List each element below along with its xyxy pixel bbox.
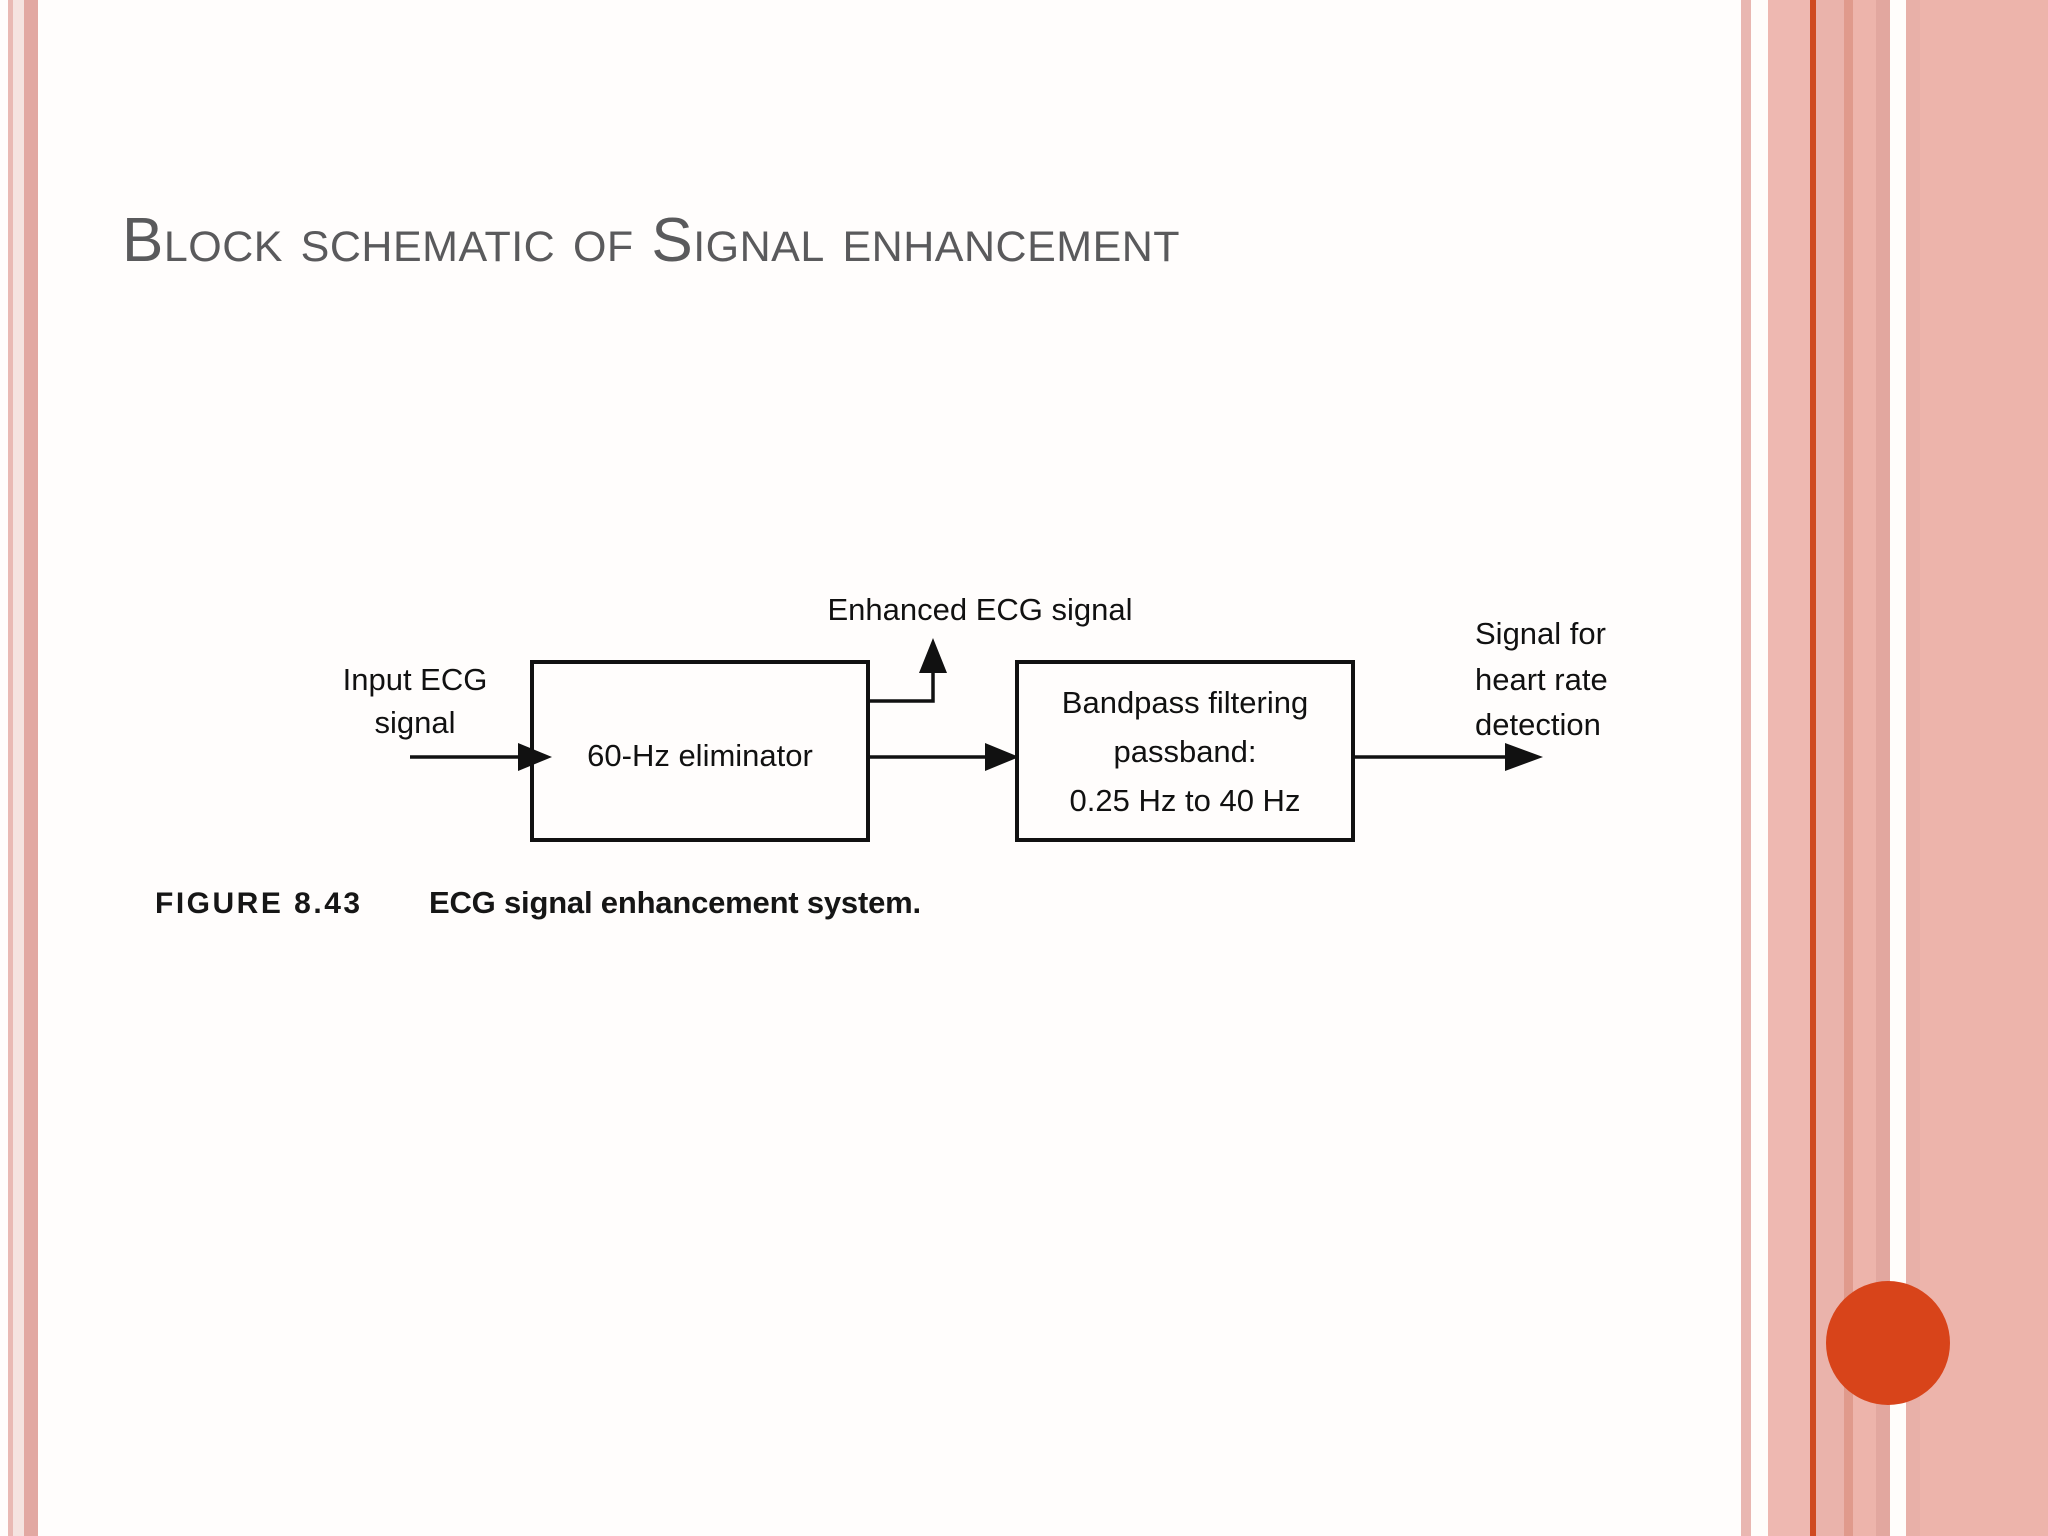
block-bandpass-label-line2: passband: bbox=[1113, 734, 1256, 769]
output-arrow-head bbox=[1505, 743, 1543, 771]
block-60hz-eliminator-label: 60-Hz eliminator bbox=[587, 738, 813, 773]
right-stripe-accent-line bbox=[1810, 0, 1816, 1536]
orange-circle-accent bbox=[1826, 1281, 1950, 1405]
page-title: Block schematic of Signal enhancement bbox=[122, 206, 1181, 275]
input-label-line1: Input ECG bbox=[343, 662, 488, 697]
right-stripe-4 bbox=[1844, 0, 1853, 1536]
block1-to-block2-arrow-head bbox=[985, 743, 1019, 771]
input-arrow-head bbox=[518, 743, 552, 771]
output-label-line1: Signal for bbox=[1475, 616, 1606, 651]
right-stripe-3 bbox=[1816, 0, 1844, 1536]
left-stripe-2 bbox=[13, 0, 24, 1536]
left-stripe-3 bbox=[24, 0, 38, 1536]
block-bandpass-filter bbox=[1015, 660, 1355, 842]
right-stripe-gap bbox=[1751, 0, 1768, 1536]
right-stripe-2 bbox=[1768, 0, 1810, 1536]
right-stripe-7 bbox=[1906, 0, 1920, 1536]
block-bandpass-label-line1: Bandpass filtering bbox=[1062, 685, 1308, 720]
output-label-line2: heart rate bbox=[1475, 662, 1608, 697]
block-60hz-eliminator bbox=[530, 660, 870, 842]
left-stripe-1 bbox=[8, 0, 13, 1536]
right-stripe-1 bbox=[1741, 0, 1751, 1536]
figure-caption: FIGURE 8.43 ECG signal enhancement syste… bbox=[155, 885, 921, 921]
figure-number: FIGURE 8.43 bbox=[155, 887, 363, 920]
input-label-line2: signal bbox=[375, 705, 456, 740]
right-stripe-6 bbox=[1876, 0, 1890, 1536]
tap-arrow-head bbox=[919, 638, 947, 673]
output-label-line3: detection bbox=[1475, 707, 1601, 742]
figure-caption-text: ECG signal enhancement system. bbox=[429, 885, 921, 920]
tap-label: Enhanced ECG signal bbox=[827, 592, 1132, 627]
tap-branch-line bbox=[868, 673, 935, 703]
block-bandpass-label-line3: 0.25 Hz to 40 Hz bbox=[1070, 783, 1301, 818]
right-stripe-gap-2 bbox=[1890, 0, 1906, 1536]
